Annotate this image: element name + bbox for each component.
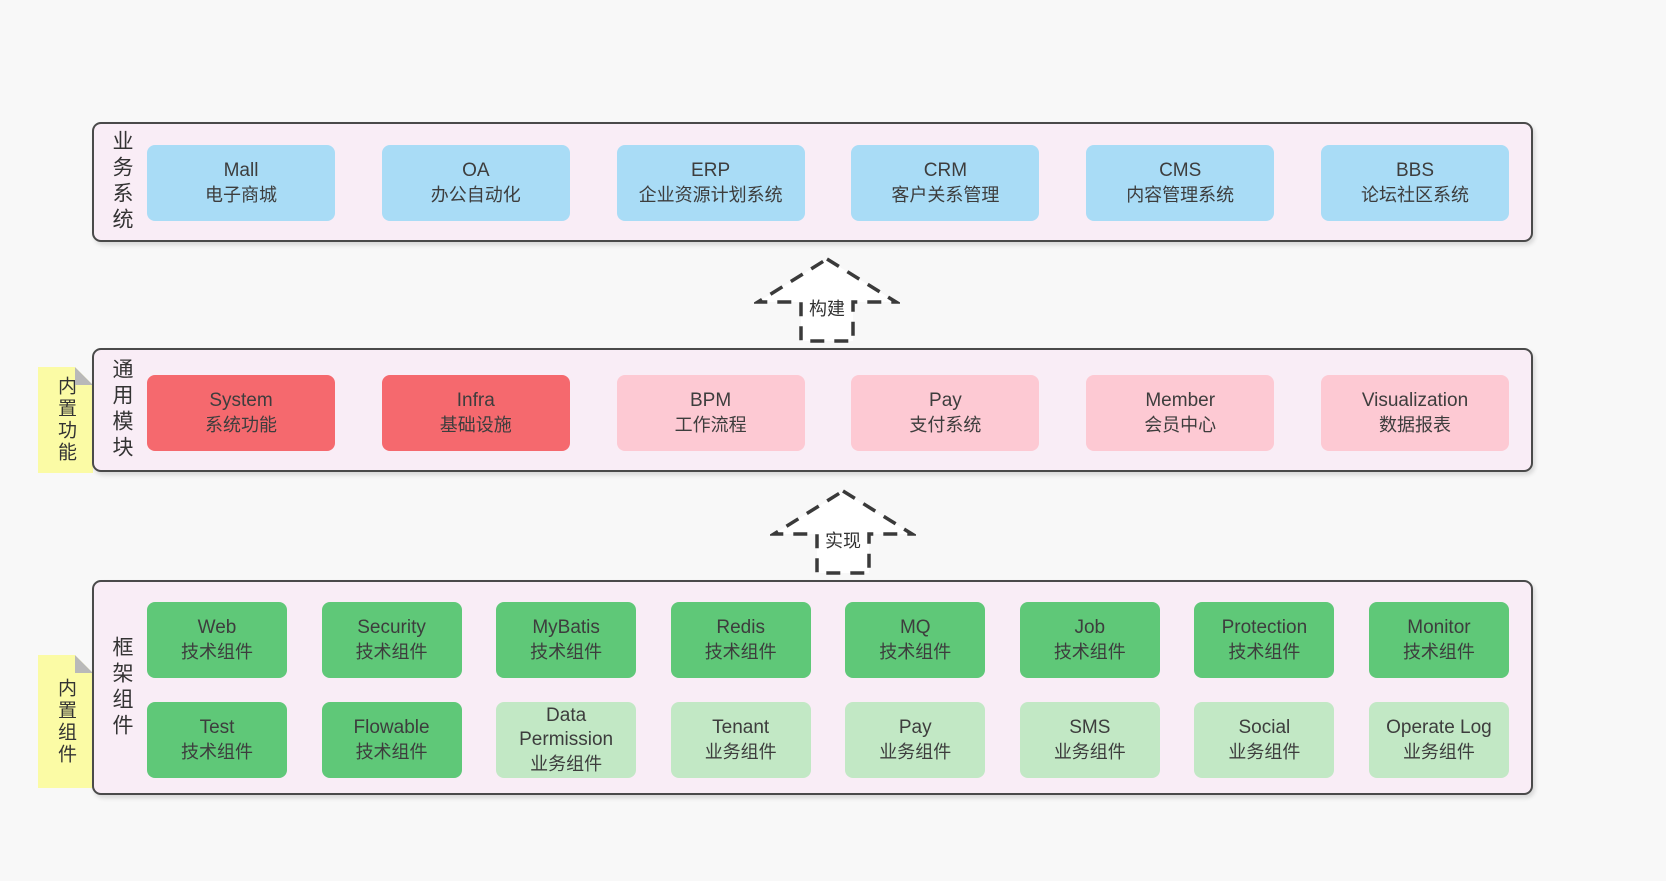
- band-business-label: 业务系统: [110, 130, 133, 234]
- band-framework-components: 框架组件 Web 技术组件 Security 技术组件 MyBatis 技术组件…: [92, 580, 1533, 795]
- modules-box-row: System 系统功能 Infra 基础设施 BPM 工作流程 Pay 支付系统…: [147, 375, 1509, 451]
- business-box-row: Mall 电子商城 OA 办公自动化 ERP 企业资源计划系统 CRM 客户关系…: [147, 145, 1509, 221]
- arrow-implement: 实现: [770, 488, 916, 576]
- card-test: Test 技术组件: [147, 702, 287, 778]
- card-bpm: BPM 工作流程: [616, 375, 805, 451]
- band-modules-label: 通用模块: [110, 358, 133, 462]
- card-bbs: BBS 论坛社区系统: [1320, 145, 1509, 221]
- card-tenant: Tenant 业务组件: [670, 702, 811, 778]
- card-operate-log: Operate Log 业务组件: [1368, 702, 1509, 778]
- card-mq: MQ 技术组件: [845, 602, 986, 678]
- components-box-row-1: Web 技术组件 Security 技术组件 MyBatis 技术组件 Redi…: [147, 602, 1509, 678]
- card-sms: SMS 业务组件: [1019, 702, 1160, 778]
- card-erp: ERP 企业资源计划系统: [616, 145, 805, 221]
- arrow-build-label: 构建: [806, 298, 848, 322]
- card-monitor: Monitor 技术组件: [1368, 602, 1509, 678]
- card-visualization: Visualization 数据报表: [1320, 375, 1509, 451]
- sticky-built-in-components: 内置组件: [38, 655, 93, 788]
- card-job: Job 技术组件: [1019, 602, 1160, 678]
- card-protection: Protection 技术组件: [1194, 602, 1335, 678]
- card-social: Social 业务组件: [1194, 702, 1335, 778]
- card-flowable: Flowable 技术组件: [321, 702, 462, 778]
- arrow-build: 构建: [754, 256, 900, 344]
- card-infra: Infra 基础设施: [381, 375, 570, 451]
- band-common-modules: 通用模块 System 系统功能 Infra 基础设施 BPM 工作流程 Pay…: [92, 348, 1533, 472]
- card-oa: OA 办公自动化: [381, 145, 570, 221]
- sticky-fold-icon: [75, 367, 93, 385]
- card-crm: CRM 客户关系管理: [851, 145, 1040, 221]
- band-components-label: 框架组件: [110, 635, 133, 740]
- card-pay-business: Pay 业务组件: [845, 702, 986, 778]
- band-business-systems: 业务系统 Mall 电子商城 OA 办公自动化 ERP 企业资源计划系统 CRM…: [92, 122, 1533, 242]
- card-cms: CMS 内容管理系统: [1086, 145, 1275, 221]
- sticky-fold-icon: [75, 655, 93, 673]
- card-mybatis: MyBatis 技术组件: [496, 602, 637, 678]
- card-system: System 系统功能: [147, 375, 335, 451]
- card-mall: Mall 电子商城: [147, 145, 335, 221]
- sticky-built-in-features: 内置功能: [38, 367, 93, 473]
- card-member: Member 会员中心: [1086, 375, 1275, 451]
- card-web: Web 技术组件: [147, 602, 287, 678]
- card-pay: Pay 支付系统: [851, 375, 1040, 451]
- card-security: Security 技术组件: [321, 602, 462, 678]
- card-data-permission: Data Permission 业务组件: [496, 702, 637, 778]
- arrow-implement-label: 实现: [822, 530, 864, 554]
- card-redis: Redis 技术组件: [670, 602, 811, 678]
- components-box-row-2: Test 技术组件 Flowable 技术组件 Data Permission …: [147, 702, 1509, 778]
